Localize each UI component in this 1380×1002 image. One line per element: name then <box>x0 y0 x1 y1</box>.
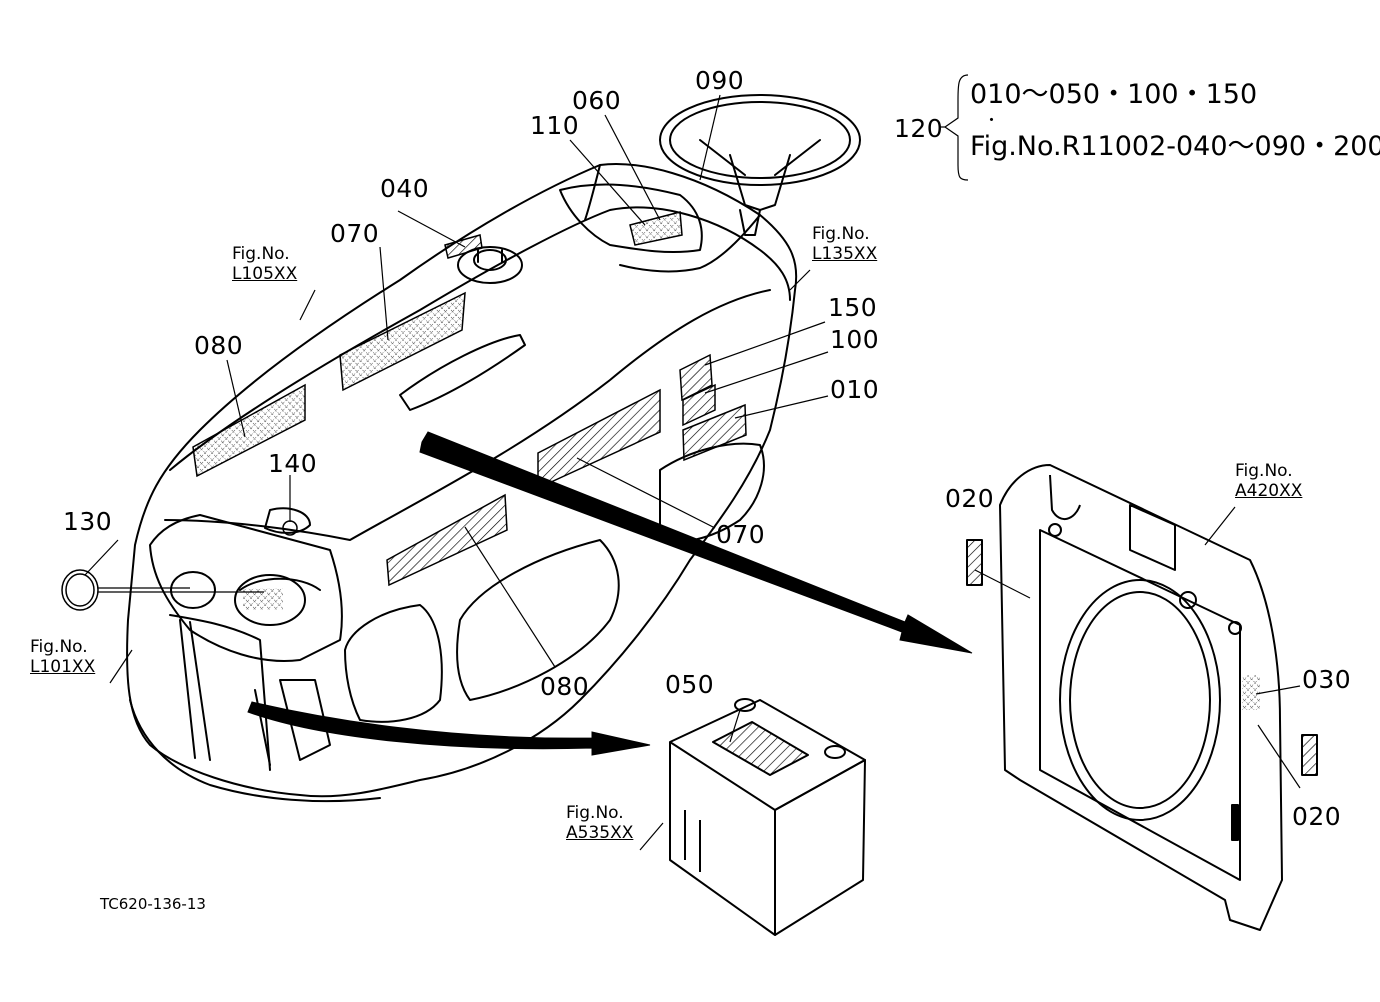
set-note-line2: Fig.No.R11002-040～090・200 <box>970 131 1380 162</box>
callout-110: 110 <box>530 111 580 140</box>
set-note-dot: ・ <box>984 111 1000 129</box>
callout-080-bottom: 080 <box>540 672 590 701</box>
drawing-code: TC620-136-13 <box>100 895 206 913</box>
leader-lines <box>84 74 1301 851</box>
figref-L105XX: Fig.No. L105XX <box>232 244 297 284</box>
figref-prefix: Fig.No. <box>232 244 290 264</box>
callout-140: 140 <box>268 449 318 478</box>
callout-090: 090 <box>695 66 745 95</box>
callout-020-right: 020 <box>1292 802 1342 831</box>
callout-030: 030 <box>1302 665 1352 694</box>
figref-prefix: Fig.No. <box>566 803 624 823</box>
callout-070-bottom: 070 <box>716 520 766 549</box>
callout-020-left: 020 <box>945 484 995 513</box>
figref-code: A535XX <box>566 823 634 843</box>
figref-code: L101XX <box>30 657 96 677</box>
callout-130: 130 <box>63 507 113 536</box>
callout-040: 040 <box>380 174 430 203</box>
battery <box>669 698 866 936</box>
figref-code: A420XX <box>1235 481 1303 501</box>
set-note-line1: 010～050・100・150 <box>970 79 1258 110</box>
callout-010: 010 <box>830 375 880 404</box>
callout-150: 150 <box>828 293 878 322</box>
radiator-shroud <box>966 464 1318 931</box>
callout-050: 050 <box>665 670 715 699</box>
figref-L135XX: Fig.No. L135XX <box>812 224 877 264</box>
figref-L101XX: Fig.No. L101XX <box>30 637 95 677</box>
callout-060: 060 <box>572 86 622 115</box>
figref-A420XX: Fig.No. A420XX <box>1235 461 1302 501</box>
figref-code: L105XX <box>232 264 298 284</box>
callout-080-top: 080 <box>194 331 244 360</box>
callout-100: 100 <box>830 325 880 354</box>
figref-A535XX: Fig.No. A535XX <box>566 803 633 843</box>
figref-code: L135XX <box>812 244 878 264</box>
direction-arrows <box>247 431 973 756</box>
callout-120: 120 <box>894 114 944 143</box>
figref-prefix: Fig.No. <box>1235 461 1293 481</box>
callout-070-top: 070 <box>330 219 380 248</box>
tractor-hood <box>126 94 861 803</box>
figref-prefix: Fig.No. <box>30 637 88 657</box>
hood-decals <box>61 211 747 611</box>
figref-prefix: Fig.No. <box>812 224 870 244</box>
